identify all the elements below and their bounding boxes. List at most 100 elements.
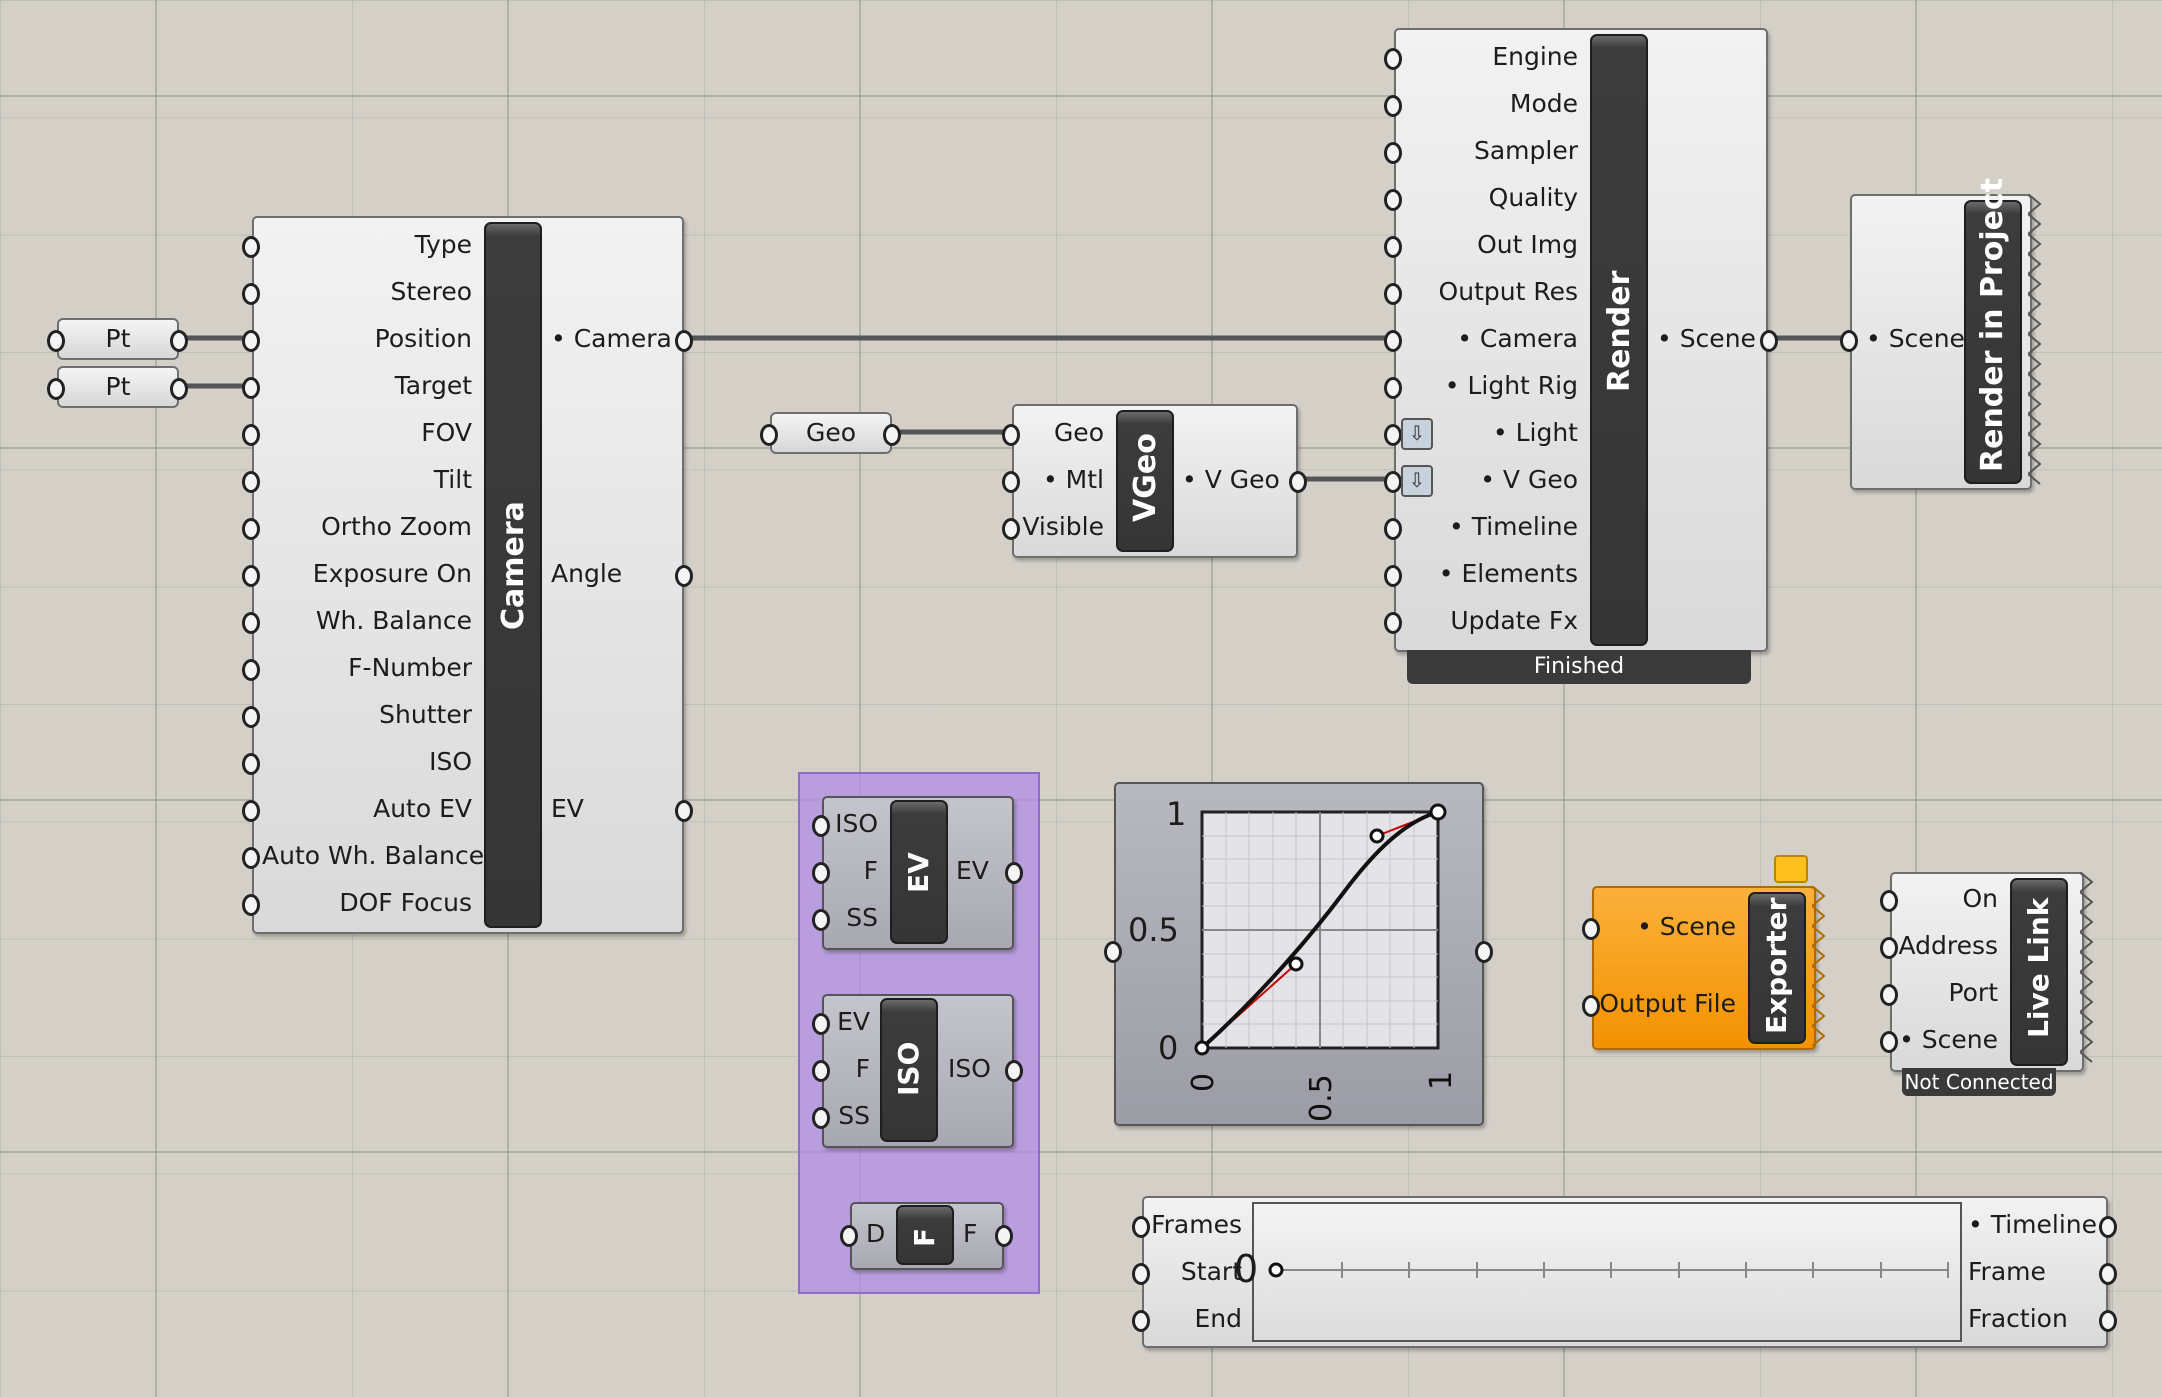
camera-input-port[interactable]	[242, 236, 260, 258]
camera-input-label: Auto EV	[373, 794, 472, 823]
zigzag-edge	[2028, 194, 2042, 485]
render-input-port[interactable]	[1384, 518, 1402, 540]
pt2-output-port[interactable]	[170, 378, 188, 400]
render-input-port[interactable]	[1384, 565, 1402, 587]
camera-input-port[interactable]	[242, 377, 260, 399]
ev-port-in-iso[interactable]	[812, 815, 830, 837]
pt1-output-port[interactable]	[170, 330, 188, 352]
camera-input-port[interactable]	[242, 471, 260, 493]
live-link-input-port[interactable]	[1880, 1031, 1898, 1053]
vgeo-title-bar[interactable]	[1116, 410, 1174, 552]
camera-port-out-ev[interactable]	[675, 800, 693, 822]
f-title-bar[interactable]	[896, 1205, 954, 1265]
camera-port-out-camera[interactable]	[675, 330, 693, 352]
camera-input-label: F-Number	[348, 653, 472, 682]
render-input-label: • Light Rig	[1444, 371, 1578, 400]
timeline-input-start: Start	[1180, 1257, 1242, 1286]
live-link-input-port[interactable]	[1880, 937, 1898, 959]
camera-input-port[interactable]	[242, 424, 260, 446]
render-input-port[interactable]	[1384, 48, 1402, 70]
f-port-out[interactable]	[995, 1225, 1013, 1247]
graph-port-out[interactable]	[1475, 941, 1493, 963]
render-input-port[interactable]	[1384, 95, 1402, 117]
vgeo-port-in-visible[interactable]	[1002, 518, 1020, 540]
message-balloon-icon[interactable]	[1774, 855, 1808, 883]
camera-title-bar[interactable]	[484, 222, 542, 928]
pt-param-1[interactable]: Pt	[57, 318, 179, 360]
vgeo-input-visible: Visible	[1022, 512, 1104, 541]
camera-input-port[interactable]	[242, 894, 260, 916]
iso-port-out[interactable]	[1005, 1060, 1023, 1082]
vgeo-port-in-mtl[interactable]	[1002, 471, 1020, 493]
graph-mapper-plot[interactable]	[1114, 782, 1484, 1126]
timeline-port-out-frame[interactable]	[2099, 1263, 2117, 1285]
geo-param[interactable]: Geo	[770, 412, 892, 454]
iso-port-in-f[interactable]	[812, 1060, 830, 1082]
render-input-port[interactable]	[1384, 612, 1402, 634]
timeline-port-out-timeline[interactable]	[2099, 1216, 2117, 1238]
render-input-port[interactable]	[1384, 142, 1402, 164]
vgeo-output: • V Geo	[1182, 465, 1280, 494]
render-input-port[interactable]	[1384, 283, 1402, 305]
render-in-project-title-bar[interactable]	[1964, 200, 2022, 484]
camera-input-label: Shutter	[379, 700, 472, 729]
camera-input-port[interactable]	[242, 706, 260, 728]
camera-input-port[interactable]	[242, 612, 260, 634]
ev-port-in-f[interactable]	[812, 862, 830, 884]
exporter-input-output-file: Output File	[1599, 989, 1736, 1018]
camera-input-port[interactable]	[242, 753, 260, 775]
timeline-port-in-end[interactable]	[1132, 1310, 1150, 1332]
render-input-port[interactable]	[1384, 189, 1402, 211]
camera-input-port[interactable]	[242, 565, 260, 587]
render-input-label: • V Geo	[1480, 465, 1578, 494]
camera-input-port[interactable]	[242, 330, 260, 352]
ev-port-in-ss[interactable]	[812, 909, 830, 931]
live-link-input-port[interactable]	[1880, 890, 1898, 912]
down-arrow-icon[interactable]: ⇩	[1401, 418, 1433, 450]
camera-input-port[interactable]	[242, 283, 260, 305]
pt1-input-port[interactable]	[47, 330, 65, 352]
geo-input-port[interactable]	[760, 424, 778, 446]
render-title-bar[interactable]	[1590, 34, 1648, 646]
render-input-port[interactable]	[1384, 377, 1402, 399]
vgeo-port-in-geo[interactable]	[1002, 424, 1020, 446]
iso-title-bar[interactable]	[880, 998, 938, 1142]
camera-port-out-angle[interactable]	[675, 565, 693, 587]
live-link-input-label: Address	[1898, 931, 1998, 960]
render-in-project-port-in[interactable]	[1840, 330, 1858, 352]
iso-port-in-ev[interactable]	[812, 1013, 830, 1035]
geo-output-port[interactable]	[883, 424, 901, 446]
live-link-title-bar[interactable]	[2010, 878, 2068, 1066]
render-input-label: • Timeline	[1449, 512, 1578, 541]
timeline-port-in-start[interactable]	[1132, 1263, 1150, 1285]
camera-input-port[interactable]	[242, 847, 260, 869]
graph-port-in[interactable]	[1104, 941, 1122, 963]
live-link-input-port[interactable]	[1880, 984, 1898, 1006]
render-input-label: Update Fx	[1450, 606, 1578, 635]
exporter-port-in-output-file[interactable]	[1582, 995, 1600, 1017]
render-port-out-scene[interactable]	[1760, 330, 1778, 352]
zigzag-edge	[2080, 872, 2094, 1063]
exporter-title-bar[interactable]	[1748, 892, 1806, 1044]
timeline-port-in-frames[interactable]	[1132, 1216, 1150, 1238]
pt2-input-port[interactable]	[47, 378, 65, 400]
iso-port-in-ss[interactable]	[812, 1107, 830, 1129]
timeline-track[interactable]	[1252, 1250, 1962, 1290]
timeline-port-out-fraction[interactable]	[2099, 1310, 2117, 1332]
render-input-port[interactable]	[1384, 424, 1402, 446]
ev-port-out[interactable]	[1005, 862, 1023, 884]
exporter-port-in-scene[interactable]	[1582, 918, 1600, 940]
ev-title-bar[interactable]	[890, 800, 948, 944]
render-input-port[interactable]	[1384, 236, 1402, 258]
camera-input-port[interactable]	[242, 800, 260, 822]
vgeo-port-out[interactable]	[1289, 471, 1307, 493]
render-input-port[interactable]	[1384, 471, 1402, 493]
down-arrow-icon[interactable]: ⇩	[1401, 465, 1433, 497]
render-input-port[interactable]	[1384, 330, 1402, 352]
timeline-slider[interactable]	[1252, 1202, 1962, 1342]
camera-input-port[interactable]	[242, 518, 260, 540]
pt-param-2[interactable]: Pt	[57, 366, 179, 408]
render-input-label: Output Res	[1438, 277, 1578, 306]
camera-input-port[interactable]	[242, 659, 260, 681]
f-port-in[interactable]	[840, 1225, 858, 1247]
